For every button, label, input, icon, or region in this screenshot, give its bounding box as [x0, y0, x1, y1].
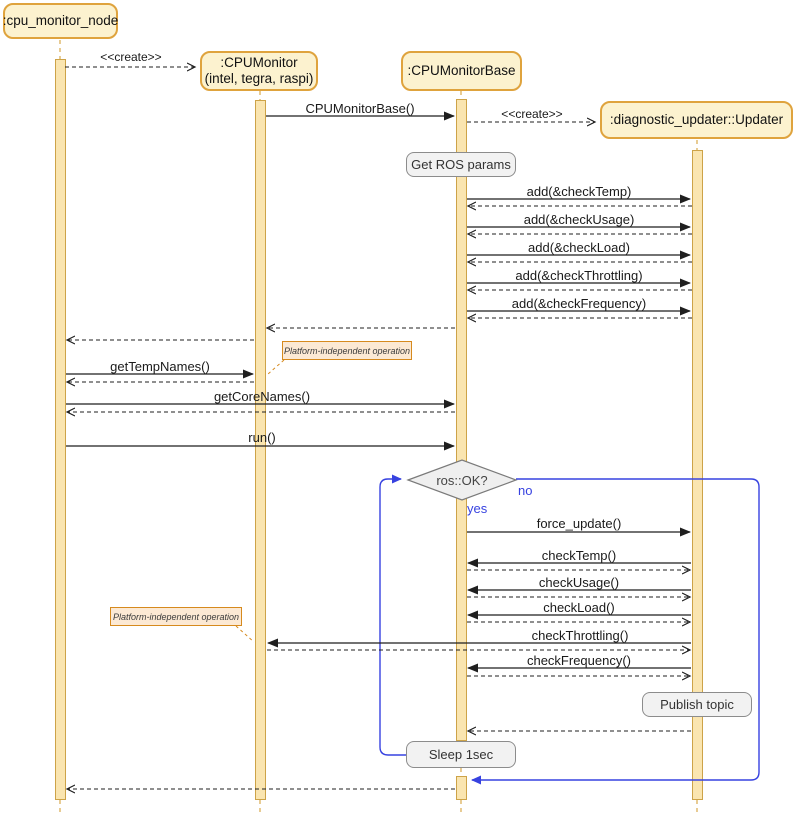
activation-bar-updater [692, 150, 703, 800]
label-add-check-temp: add(&checkTemp) [526, 184, 632, 199]
label-check-throttling: checkThrottling() [531, 628, 629, 643]
decision-yes-label: yes [467, 501, 488, 516]
label-add-check-throttling: add(&checkThrottling) [515, 268, 643, 283]
label-get-core-names: getCoreNames() [213, 389, 311, 404]
label-check-usage: checkUsage() [538, 575, 620, 590]
label-get-temp-names: getTempNames() [110, 359, 210, 374]
activation-bar-cpumonitorbase-tail [456, 776, 467, 800]
activation-bar-cpumonitorbase [456, 99, 467, 741]
label-add-check-load: add(&checkLoad) [528, 240, 630, 255]
lifelines [59, 40, 698, 816]
note-platform-independent-2: Platform-independent operation [110, 607, 242, 626]
note2-connector [235, 625, 255, 643]
loop-back-edge [379, 474, 406, 756]
note1-connector [267, 359, 285, 375]
note-get-ros-params: Get ROS params [406, 152, 516, 177]
note-text: Get ROS params [411, 157, 511, 172]
note-text: Publish topic [660, 697, 734, 712]
label-force-update: force_update() [536, 516, 622, 531]
participant-sublabel: (intel, tegra, raspi) [204, 71, 314, 86]
participant-label: :cpu_monitor_node [2, 13, 119, 28]
participant-cpumonitor: :CPUMonitor (intel, tegra, raspi) [200, 51, 318, 91]
label-add-check-frequency: add(&checkFrequency) [511, 296, 647, 311]
participant-label: :CPUMonitor [220, 55, 298, 70]
activation-bar-cpu-monitor-node [55, 59, 66, 800]
note-sleep-1sec: Sleep 1sec [406, 741, 516, 768]
participant-label: :CPUMonitorBase [407, 63, 516, 78]
label-check-frequency: checkFrequency() [526, 653, 632, 668]
loop-exit-edge [471, 478, 760, 785]
participant-diagnostic-updater: :diagnostic_updater::Updater [600, 101, 793, 139]
decision-condition: ros::OK? [436, 473, 488, 488]
label-check-temp: checkTemp() [541, 548, 617, 563]
participant-cpumonitorbase: :CPUMonitorBase [401, 51, 522, 91]
activation-bar-cpumonitor [255, 100, 266, 800]
arrows-add-callbacks [467, 194, 692, 318]
label-create-cpumonitor: <<create>> [100, 50, 162, 64]
decision-no-label: no [518, 483, 533, 498]
decision-diamond [406, 459, 518, 501]
label-cpumonitorbase-ctor: CPUMonitorBase() [305, 101, 415, 116]
arrows-check-callbacks [267, 558, 691, 676]
label-add-check-usage: add(&checkUsage) [523, 212, 635, 227]
note-text: Platform-independent operation [112, 611, 240, 622]
note-platform-independent-1: Platform-independent operation [282, 341, 412, 360]
note-publish-topic: Publish topic [642, 692, 752, 717]
note-text: Platform-independent operation [283, 345, 411, 356]
label-check-load: checkLoad() [543, 600, 615, 615]
label-create-updater: <<create>> [501, 107, 563, 121]
note-text: Sleep 1sec [428, 747, 494, 762]
participant-label: :diagnostic_updater::Updater [609, 112, 784, 127]
label-run: run() [248, 430, 276, 445]
participant-cpu-monitor-node: :cpu_monitor_node [3, 3, 118, 39]
